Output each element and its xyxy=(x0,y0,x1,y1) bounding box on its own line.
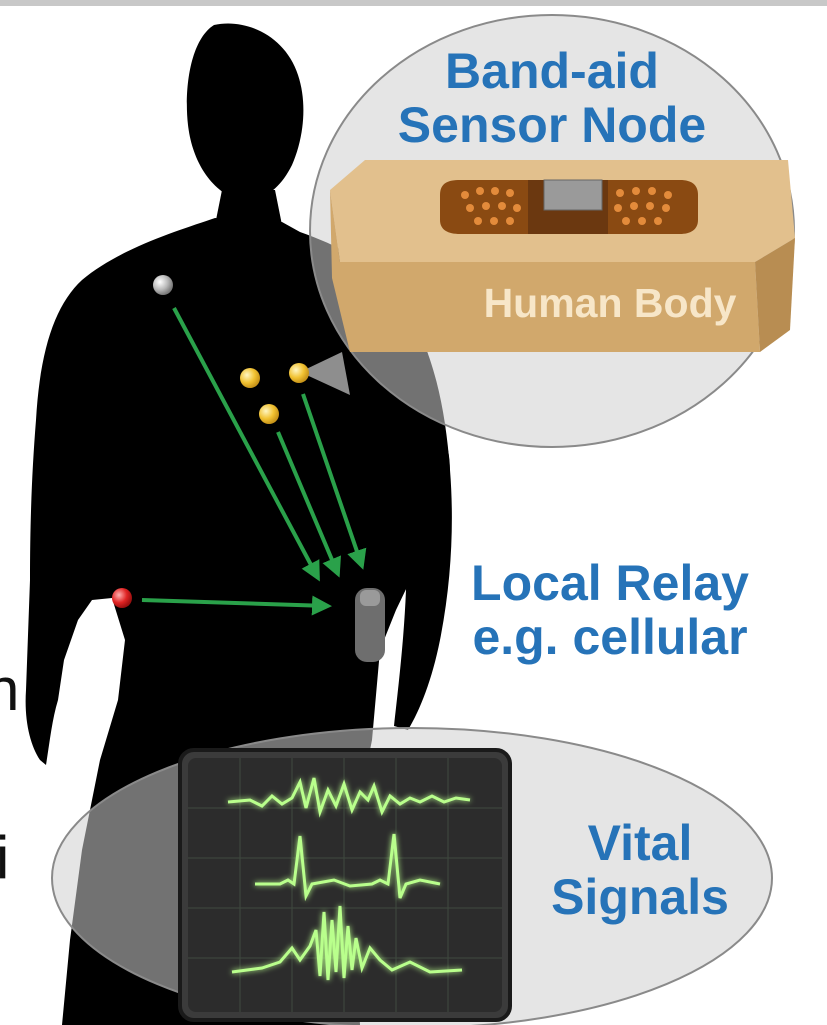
sensor-node-title-line-1: Band-aid xyxy=(445,43,659,99)
data-flow-arrows xyxy=(141,307,367,616)
clipped-text-fragment: i xyxy=(0,824,10,891)
signal-trace-1 xyxy=(227,777,471,818)
arrow-yellow-sensor-3 xyxy=(276,431,341,578)
sensor-dot-icon xyxy=(259,404,279,424)
vital-signs-monitor-icon xyxy=(178,748,512,1022)
arrow-gray-sensor xyxy=(172,307,320,582)
phone-relay-icon xyxy=(355,588,385,662)
band-aid-sensor-pad xyxy=(330,160,795,352)
sensor-node-title-line-2: Sensor Node xyxy=(397,97,707,153)
signal-trace-2 xyxy=(255,833,441,902)
arrow-yellow-sensor-2 xyxy=(301,393,367,570)
sensor-dot-icon xyxy=(153,275,173,295)
vital-signals-label-line-1: Vital xyxy=(587,815,693,871)
clipped-text-fragment: n xyxy=(0,656,20,723)
top-border xyxy=(0,0,827,6)
vital-signals-label-line-2: Signals xyxy=(551,869,729,925)
sensor-dot-icon xyxy=(112,588,132,608)
local-relay-label: Local Relay e.g. cellular xyxy=(440,556,780,664)
local-relay-label-line-1: Local Relay xyxy=(471,555,749,611)
signal-trace-3 xyxy=(231,905,463,981)
arrow-red-sensor xyxy=(141,595,332,616)
sensor-dot-icon xyxy=(289,363,309,383)
sensor-node-title: Band-aid Sensor Node xyxy=(372,44,732,152)
sensor-dots xyxy=(112,275,309,608)
local-relay-label-line-2: e.g. cellular xyxy=(472,609,748,665)
human-body-label: Human Body xyxy=(483,280,737,326)
sensor-dot-icon xyxy=(240,368,260,388)
vital-signals-label: Vital Signals xyxy=(520,816,760,924)
